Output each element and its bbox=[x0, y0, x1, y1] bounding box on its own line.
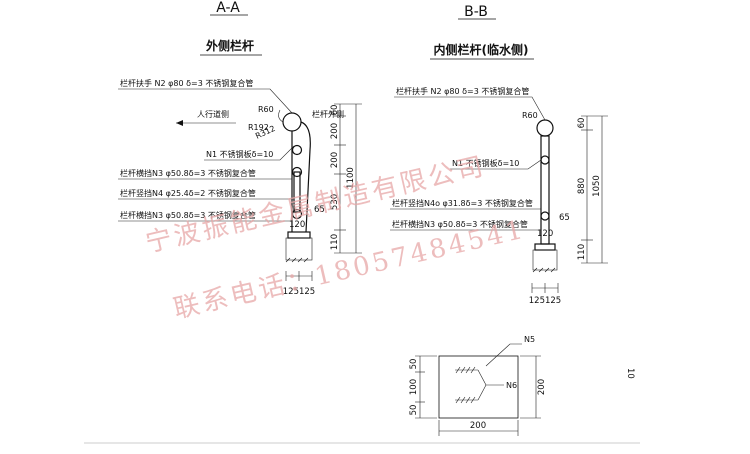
bb-n1-plate bbox=[540, 155, 550, 165]
plate-dim-bottom: 200 bbox=[470, 421, 486, 431]
bb-n1-label: N1 不锈钢板δ=10 bbox=[452, 158, 519, 168]
aa-dim-110: 110 bbox=[330, 234, 340, 250]
aa-handrail-leader bbox=[118, 88, 293, 114]
bb-dim-bottom: 125125 bbox=[529, 296, 561, 306]
bb-dim-total: 1050 bbox=[592, 175, 602, 197]
aa-dim-65: 65 bbox=[314, 205, 325, 215]
aa-rail-n4 bbox=[293, 171, 301, 213]
section-bb: B-B 内侧栏杆(临水侧) 栏杆扶手 N2 φ80 δ=3 不锈钢复合管 R60… bbox=[390, 4, 608, 306]
aa-dim-total: 1100 bbox=[346, 167, 356, 189]
plate-dim-50b: 50 bbox=[409, 405, 419, 416]
aa-rail-n3-bottom bbox=[291, 208, 303, 220]
plate-n5-leader bbox=[485, 343, 522, 367]
aa-walkway-label: 人行道侧 bbox=[197, 109, 229, 119]
plate-detail: N5 N6 50 100 50 200 200 bbox=[409, 335, 547, 436]
aa-n3a-label: 栏杆横挡N3 φ50.8δ=3 不锈钢复合管 bbox=[120, 168, 256, 178]
bb-foundation bbox=[532, 249, 558, 271]
bb-section-title: B-B bbox=[464, 4, 488, 20]
aa-section-title: A-A bbox=[216, 0, 240, 16]
plate-dim-right: 200 bbox=[537, 379, 547, 395]
aa-rail-n3-top bbox=[291, 144, 303, 156]
bb-n1-leader bbox=[450, 159, 542, 170]
aa-subtitle: 外侧栏杆 bbox=[206, 38, 254, 53]
aa-n3b-label: 栏杆横挡N3 φ50.8δ=3 不锈钢复合管 bbox=[120, 210, 256, 220]
bb-base-plate bbox=[534, 243, 556, 251]
bb-post bbox=[540, 135, 550, 245]
bb-dim-110: 110 bbox=[577, 244, 587, 260]
aa-dim-200a: 200 bbox=[330, 123, 340, 139]
aa-n1-leader bbox=[204, 145, 295, 161]
bb-handrail-pipe bbox=[536, 119, 554, 137]
bb-dim-120: 120 bbox=[537, 229, 553, 239]
bb-handrail-leader bbox=[394, 96, 546, 121]
aa-dim-120: 120 bbox=[289, 220, 305, 230]
bb-n3-label: 栏杆横挡N3 φ50.8δ=3 不锈钢复合管 bbox=[392, 219, 528, 229]
aa-post-outer-curve bbox=[300, 121, 311, 233]
aa-n4-label: 栏杆竖挡N4 φ25.4δ=2 不锈钢复合管 bbox=[120, 188, 256, 198]
bb-rail-n3 bbox=[540, 211, 550, 221]
aa-dim-bottom: 125125 bbox=[283, 287, 315, 297]
aa-walkway-arrowhead bbox=[176, 120, 183, 126]
aa-foundation bbox=[285, 237, 313, 261]
aa-r60-arc bbox=[278, 109, 284, 123]
aa-base-plate bbox=[287, 231, 311, 239]
aa-outer-label: 栏杆外侧 bbox=[312, 109, 344, 119]
plate-n5-label: N5 bbox=[524, 335, 535, 344]
plate-dim-100: 100 bbox=[409, 379, 419, 395]
aa-r60-label: R60 bbox=[258, 105, 274, 114]
plate-outline bbox=[438, 355, 519, 419]
bb-r60-label: R60 bbox=[522, 111, 538, 120]
aa-handrail-pipe bbox=[282, 112, 302, 132]
edge-text: 10 bbox=[625, 368, 635, 379]
aa-rail-n3-mid bbox=[291, 166, 303, 178]
bb-dim-880: 880 bbox=[577, 178, 587, 194]
section-aa: A-A 外侧栏杆 栏杆扶手 N2 φ80 δ=3 不锈钢复合管 人行道侧 R60… bbox=[118, 0, 362, 297]
bb-dim-60: 60 bbox=[577, 118, 587, 129]
plate-n6-label: N6 bbox=[506, 381, 517, 390]
bb-handrail-label: 栏杆扶手 N2 φ80 δ=3 不锈钢复合管 bbox=[396, 86, 529, 96]
aa-handrail-label: 栏杆扶手 N2 φ80 δ=3 不锈钢复合管 bbox=[120, 78, 253, 88]
aa-dim-530: 530 bbox=[330, 194, 340, 210]
bb-subtitle: 内侧栏杆(临水侧) bbox=[434, 42, 529, 57]
aa-r192-label: R192 bbox=[248, 123, 269, 132]
aa-n1-label: N1 不锈钢板δ=10 bbox=[206, 149, 273, 159]
aa-dim-60: 60 bbox=[330, 105, 340, 116]
bb-dim-65: 65 bbox=[559, 213, 570, 223]
bb-n4-label: 栏杆竖挡N4o φ31.8δ=3 不锈钢复合管 bbox=[392, 198, 533, 208]
plate-dim-50a: 50 bbox=[409, 359, 419, 370]
aa-dim-200b: 200 bbox=[330, 152, 340, 168]
